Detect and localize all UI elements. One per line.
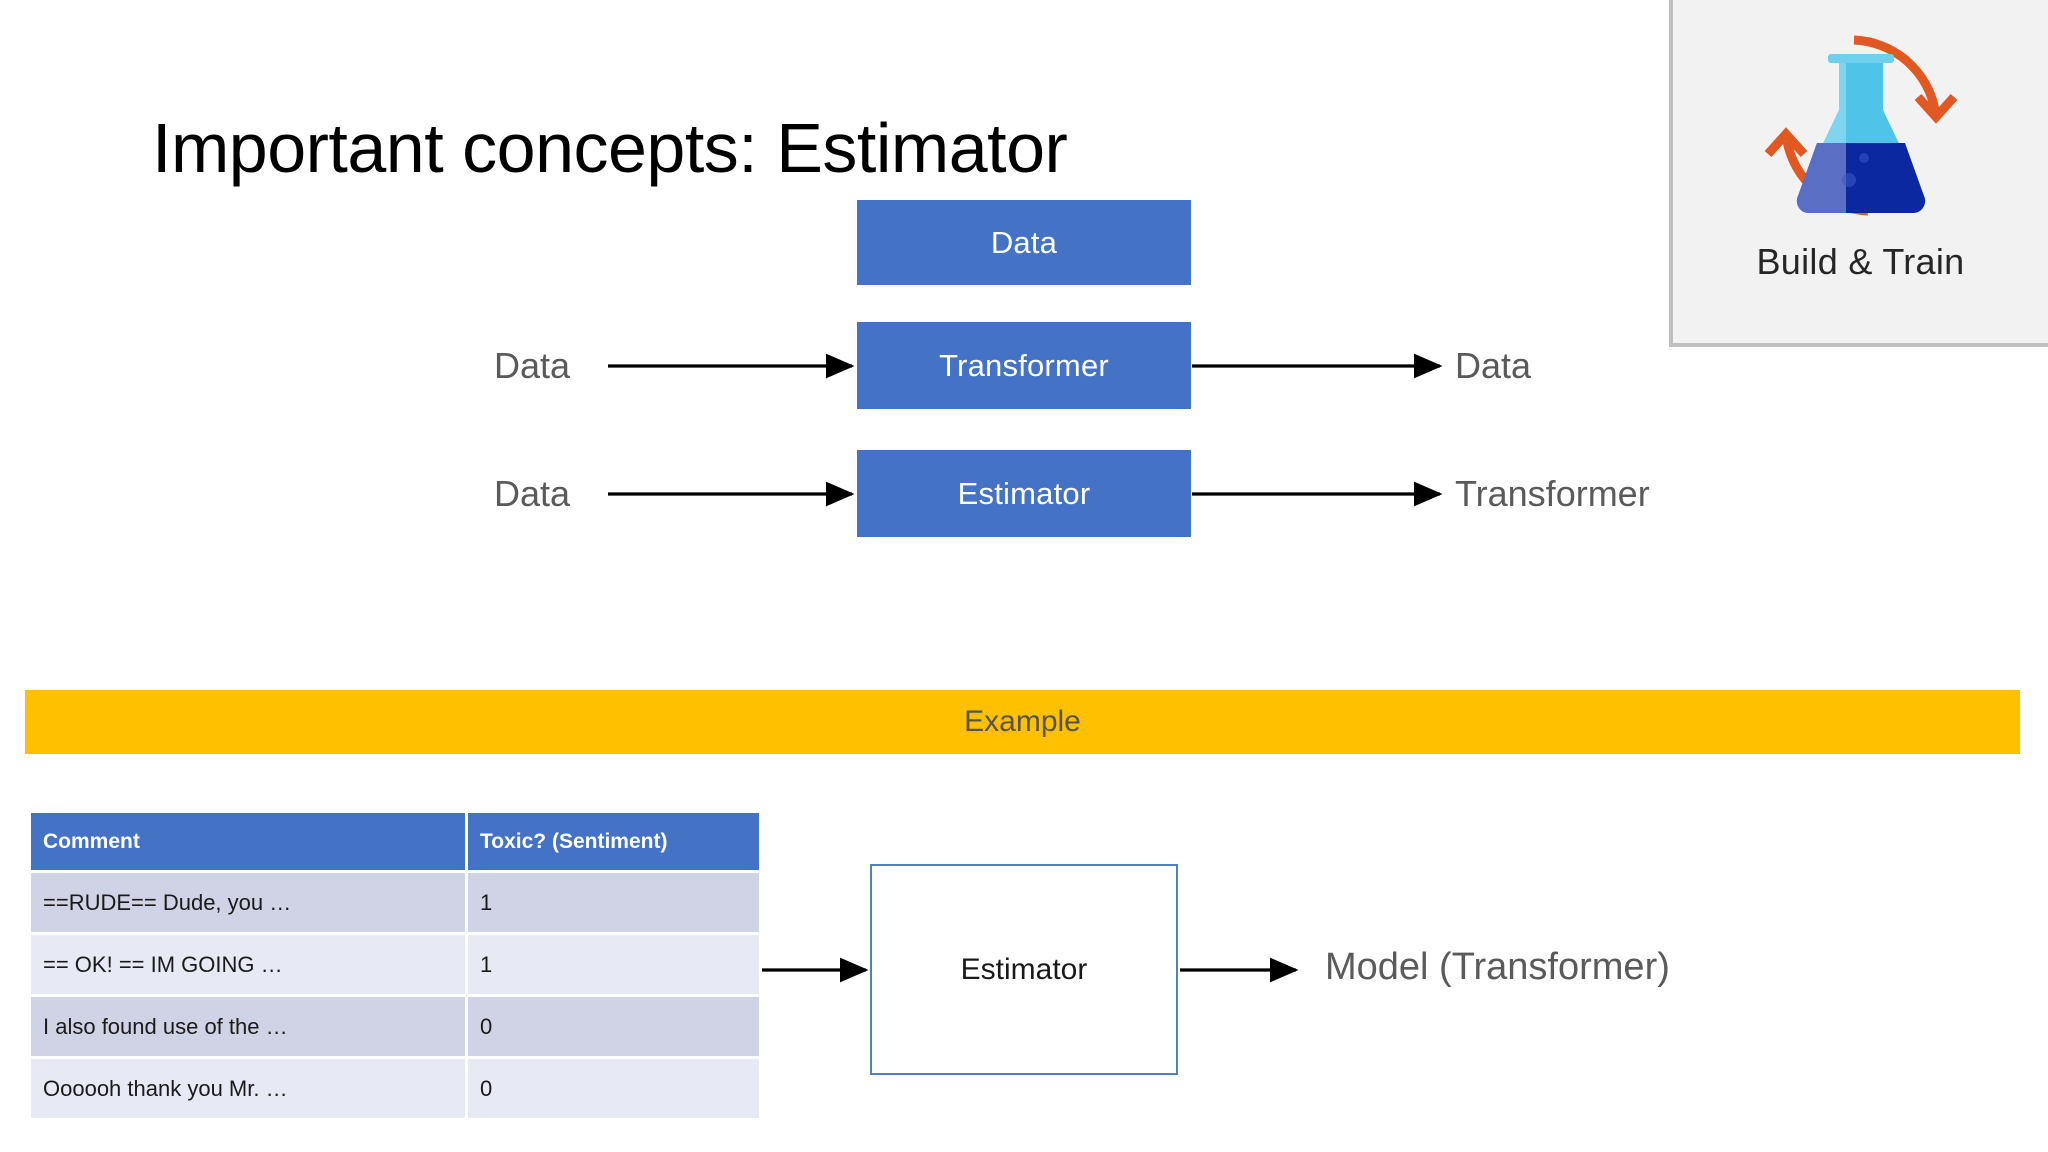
example-estimator-label: Estimator — [960, 952, 1088, 986]
flow-box-data-label: Data — [990, 224, 1058, 260]
cell-toxic: 0 — [468, 1059, 759, 1121]
transformer-input-label: Data — [494, 345, 571, 386]
flask-cycle-icon — [1764, 35, 1957, 216]
example-output-label: Model (Transformer) — [1325, 946, 1670, 988]
example-banner-label: Example — [964, 705, 1081, 738]
build-and-train-card[interactable]: Build & Train — [1669, 0, 2048, 347]
table-header-row: Comment Toxic? (Sentiment) — [31, 813, 759, 873]
table-row[interactable]: ==RUDE== Dude, you … 1 — [31, 873, 759, 935]
cell-comment: I also found use of the … — [31, 997, 468, 1059]
estimator-output-label: Transformer — [1455, 473, 1650, 514]
cell-toxic: 1 — [468, 873, 759, 935]
flow-box-estimator: Estimator — [857, 450, 1191, 537]
cell-toxic: 0 — [468, 997, 759, 1059]
flow-arrows — [608, 353, 1443, 507]
table-row[interactable]: I also found use of the … 0 — [31, 997, 759, 1059]
cell-comment: Oooooh thank you Mr. … — [31, 1059, 468, 1121]
table-row[interactable]: Oooooh thank you Mr. … 0 — [31, 1059, 759, 1121]
column-header-toxic[interactable]: Toxic? (Sentiment) — [468, 813, 759, 873]
comments-table: Comment Toxic? (Sentiment) ==RUDE== Dude… — [31, 813, 759, 1121]
estimator-input-label: Data — [494, 473, 571, 514]
flow-box-estimator-label: Estimator — [957, 475, 1091, 511]
table-row[interactable]: == OK! == IM GOING … 1 — [31, 935, 759, 997]
column-header-comment[interactable]: Comment — [31, 813, 468, 873]
build-and-train-caption: Build & Train — [1756, 241, 1965, 282]
cell-comment: ==RUDE== Dude, you … — [31, 873, 468, 935]
table-body: ==RUDE== Dude, you … 1 == OK! == IM GOIN… — [31, 873, 759, 1121]
page-title: Important concepts: Estimator — [152, 109, 1068, 187]
transformer-output-label: Data — [1455, 345, 1532, 386]
example-banner: Example — [25, 690, 2020, 754]
cell-toxic: 1 — [468, 935, 759, 997]
flow-box-transformer-label: Transformer — [939, 347, 1109, 383]
cell-comment: == OK! == IM GOING … — [31, 935, 468, 997]
table-header: Comment Toxic? (Sentiment) — [31, 813, 759, 873]
flow-diagram: Data Transformer Estimator Data Data Dat… — [494, 200, 1650, 537]
flow-box-data: Data — [857, 200, 1191, 285]
flow-box-transformer: Transformer — [857, 322, 1191, 409]
example-estimator-box: Estimator — [870, 864, 1178, 1075]
